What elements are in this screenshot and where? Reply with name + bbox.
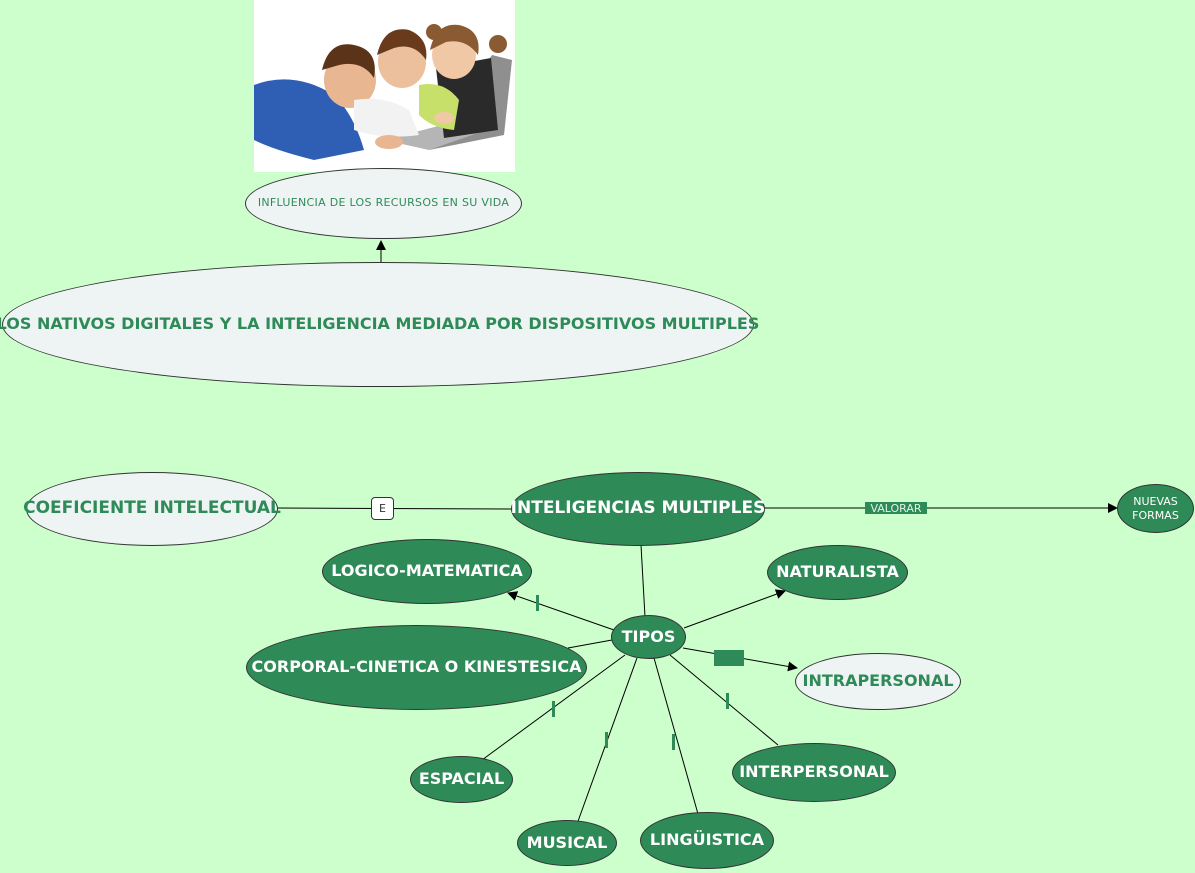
node-main-title-label: LOS NATIVOS DIGITALES Y LA INTELIGENCIA …: [0, 314, 760, 334]
node-naturalista-label: NATURALISTA: [776, 562, 899, 582]
connector-tipos-linguistica: [653, 657, 699, 815]
node-musical[interactable]: MUSICAL: [517, 820, 617, 866]
node-espacial[interactable]: ESPACIAL: [410, 756, 513, 803]
node-tipos-label: TIPOS: [621, 626, 676, 646]
node-intrapersonal-label: INTRAPERSONAL: [802, 671, 954, 691]
link-marker-intrapersonal[interactable]: [714, 650, 744, 666]
node-linguistica[interactable]: LINGÜISTICA: [640, 812, 774, 869]
node-ci-label: COEFICIENTE INTELECTUAL: [23, 498, 281, 519]
node-interpersonal-label: INTERPERSONAL: [739, 762, 889, 782]
node-musical-label: MUSICAL: [526, 832, 608, 852]
connector-tipos-interpersonal: [669, 654, 779, 746]
node-intrapersonal[interactable]: INTRAPERSONAL: [795, 653, 961, 710]
node-inteligencias-multiples[interactable]: INTELIGENCIAS MULTIPLES: [511, 472, 765, 546]
node-linguistica-label: LINGÜISTICA: [649, 830, 765, 850]
node-interpersonal[interactable]: INTERPERSONAL: [732, 743, 896, 802]
node-espacial-label: ESPACIAL: [418, 769, 505, 789]
node-nuevas-formas[interactable]: NUEVAS FORMAS: [1117, 484, 1194, 533]
node-corporal-cinetica[interactable]: CORPORAL-CINETICA O KINESTESICA: [246, 625, 587, 710]
link-marker-espacial[interactable]: [552, 701, 555, 717]
node-influence[interactable]: INFLUENCIA DE LOS RECURSOS EN SU VIDA: [245, 168, 522, 239]
node-im-label: INTELIGENCIAS MULTIPLES: [510, 498, 766, 519]
node-tipos[interactable]: TIPOS: [611, 615, 686, 659]
node-naturalista[interactable]: NATURALISTA: [767, 545, 908, 600]
node-nuevas-label: NUEVAS FORMAS: [1132, 495, 1179, 522]
node-corporal-label: CORPORAL-CINETICA O KINESTESICA: [251, 657, 582, 677]
link-label-ci-im[interactable]: E: [371, 497, 394, 520]
node-main-title[interactable]: LOS NATIVOS DIGITALES Y LA INTELIGENCIA …: [0, 262, 759, 387]
children-laptop-photo: [254, 0, 515, 172]
connector-tipos-corporal: [567, 639, 613, 649]
link-marker-linguistica[interactable]: [672, 734, 675, 750]
link-label-ci-im-text: E: [379, 502, 386, 515]
node-influence-label: INFLUENCIA DE LOS RECURSOS EN SU VIDA: [257, 196, 510, 210]
link-marker-logico[interactable]: [536, 595, 539, 611]
connector-tipos-logico: [507, 591, 615, 631]
connector-ci-im: [275, 507, 513, 510]
node-logico-label: LOGICO-MATEMATICA: [331, 561, 523, 581]
connector-im-tipos: [640, 544, 646, 618]
connector-tipos-naturalista: [683, 589, 786, 629]
link-label-im-nuevas[interactable]: VALORAR: [865, 501, 927, 515]
node-coeficiente-intelectual[interactable]: COEFICIENTE INTELECTUAL: [23, 472, 281, 546]
node-logico-matematica[interactable]: LOGICO-MATEMATICA: [322, 539, 532, 604]
link-marker-interpersonal[interactable]: [726, 693, 729, 709]
link-label-im-nuevas-text: VALORAR: [870, 501, 922, 515]
link-marker-musical[interactable]: [605, 732, 608, 748]
